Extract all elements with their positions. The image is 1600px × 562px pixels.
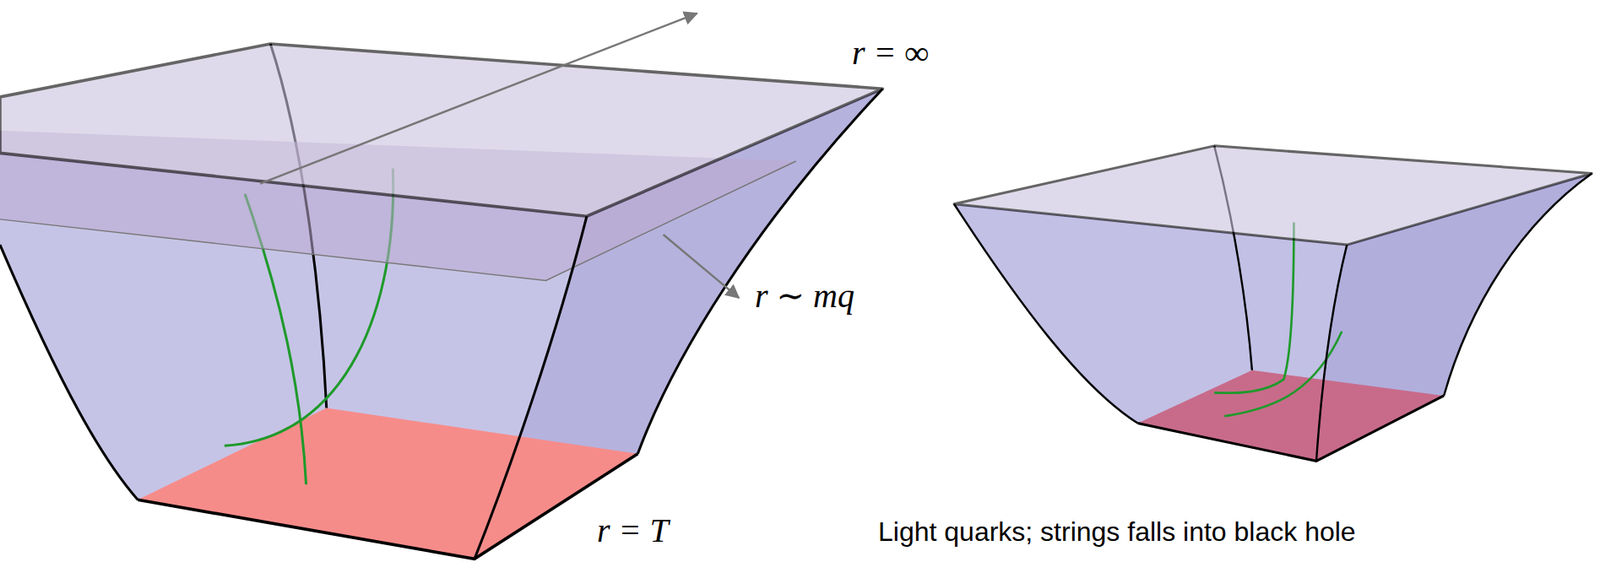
caption-note: Light quarks; strings falls into black h…	[878, 516, 1356, 548]
heavy-quark-funnel	[0, 13, 883, 560]
boundary-label: r = ∞	[851, 33, 929, 73]
light-quark-funnel	[954, 146, 1592, 462]
quark-mass-label: r ∼ mq	[754, 276, 855, 316]
horizon-label: r = T	[596, 511, 669, 551]
